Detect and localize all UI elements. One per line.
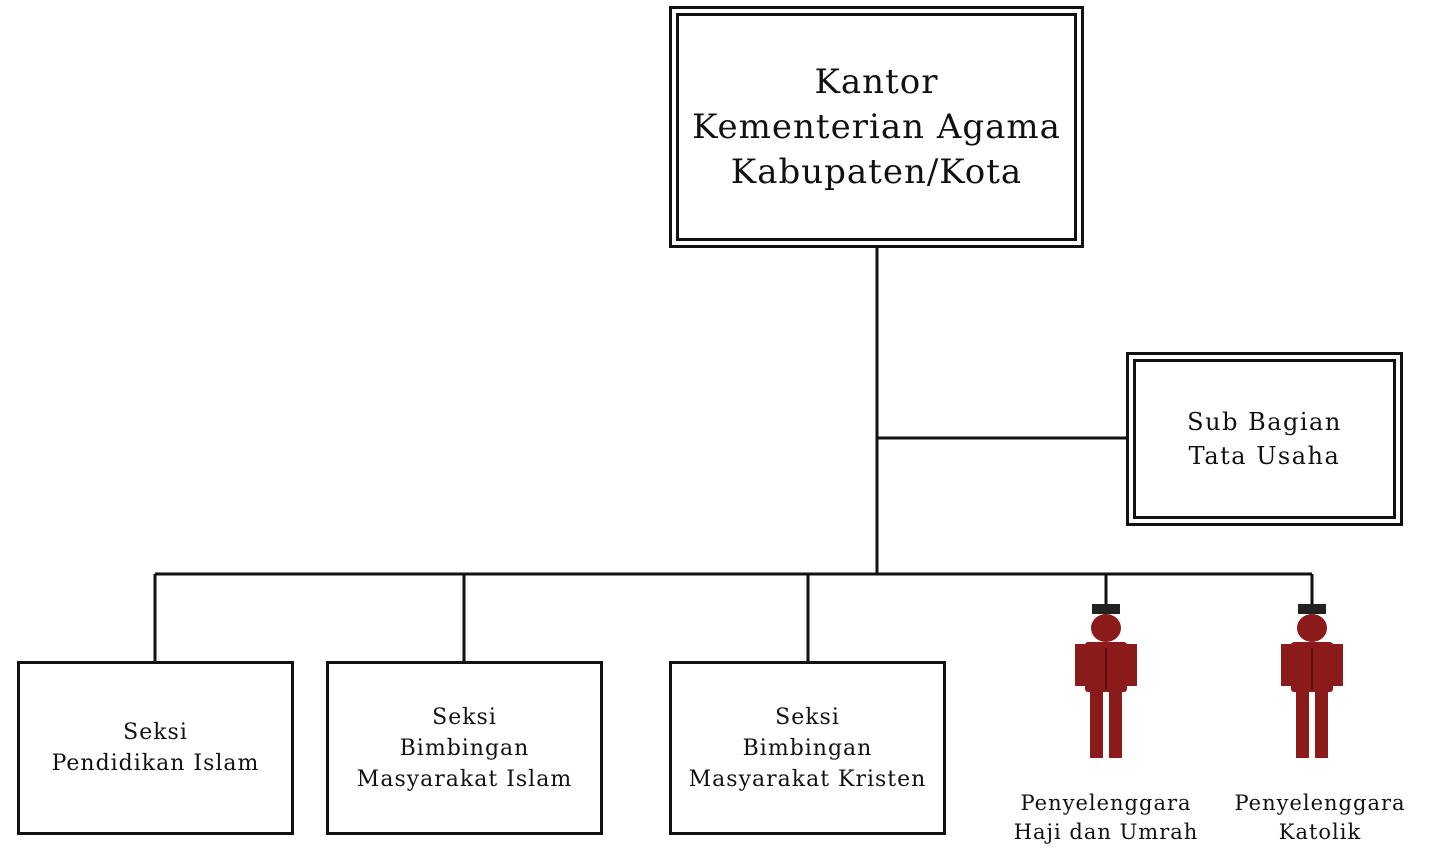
staff-label-line-2: Tata Usaha xyxy=(1188,442,1341,470)
staff-label-line-1: Sub Bagian xyxy=(1187,408,1342,436)
section-1-label-line-2: Pendidikan Islam xyxy=(51,751,260,776)
officer-2-label-line-1: Penyelenggara xyxy=(1234,791,1406,815)
section-3-label-line-3: Masyarakat Kristen xyxy=(688,766,927,792)
officer-1-label-line-1: Penyelenggara xyxy=(1020,791,1192,815)
officer-caption-katolik: Penyelenggara Katolik xyxy=(1224,789,1416,847)
root-label-line-3: Kabupaten/Kota xyxy=(730,151,1023,192)
staff-box: Sub Bagian Tata Usaha xyxy=(1126,352,1403,526)
root-label-line-2: Kementerian Agama xyxy=(692,106,1061,147)
section-2-label-line-1: Seksi xyxy=(432,704,497,730)
root-label-line-1: Kantor xyxy=(814,61,939,102)
section-2-label-line-3: Masyarakat Islam xyxy=(356,766,573,792)
section-3-label-line-1: Seksi xyxy=(775,704,840,730)
section-box-bimbingan-masyarakat-islam: Seksi Bimbingan Masyarakat Islam xyxy=(326,661,603,835)
section-box-pendidikan-islam: Seksi Pendidikan Islam xyxy=(17,661,294,835)
person-icon xyxy=(1075,604,1137,758)
section-2-label-line-2: Bimbingan xyxy=(399,735,530,761)
section-3-label-line-2: Bimbingan xyxy=(742,735,873,761)
officer-1-label-line-2: Haji dan Umrah xyxy=(1013,820,1199,844)
root-box: Kantor Kementerian Agama Kabupaten/Kota xyxy=(669,6,1084,248)
officer-caption-haji-umrah: Penyelenggara Haji dan Umrah xyxy=(1010,789,1202,847)
section-box-bimbingan-masyarakat-kristen: Seksi Bimbingan Masyarakat Kristen xyxy=(669,661,946,835)
section-1-label-line-1: Seksi xyxy=(123,720,188,745)
person-icon xyxy=(1281,604,1343,758)
officer-2-label-line-2: Katolik xyxy=(1278,820,1362,844)
